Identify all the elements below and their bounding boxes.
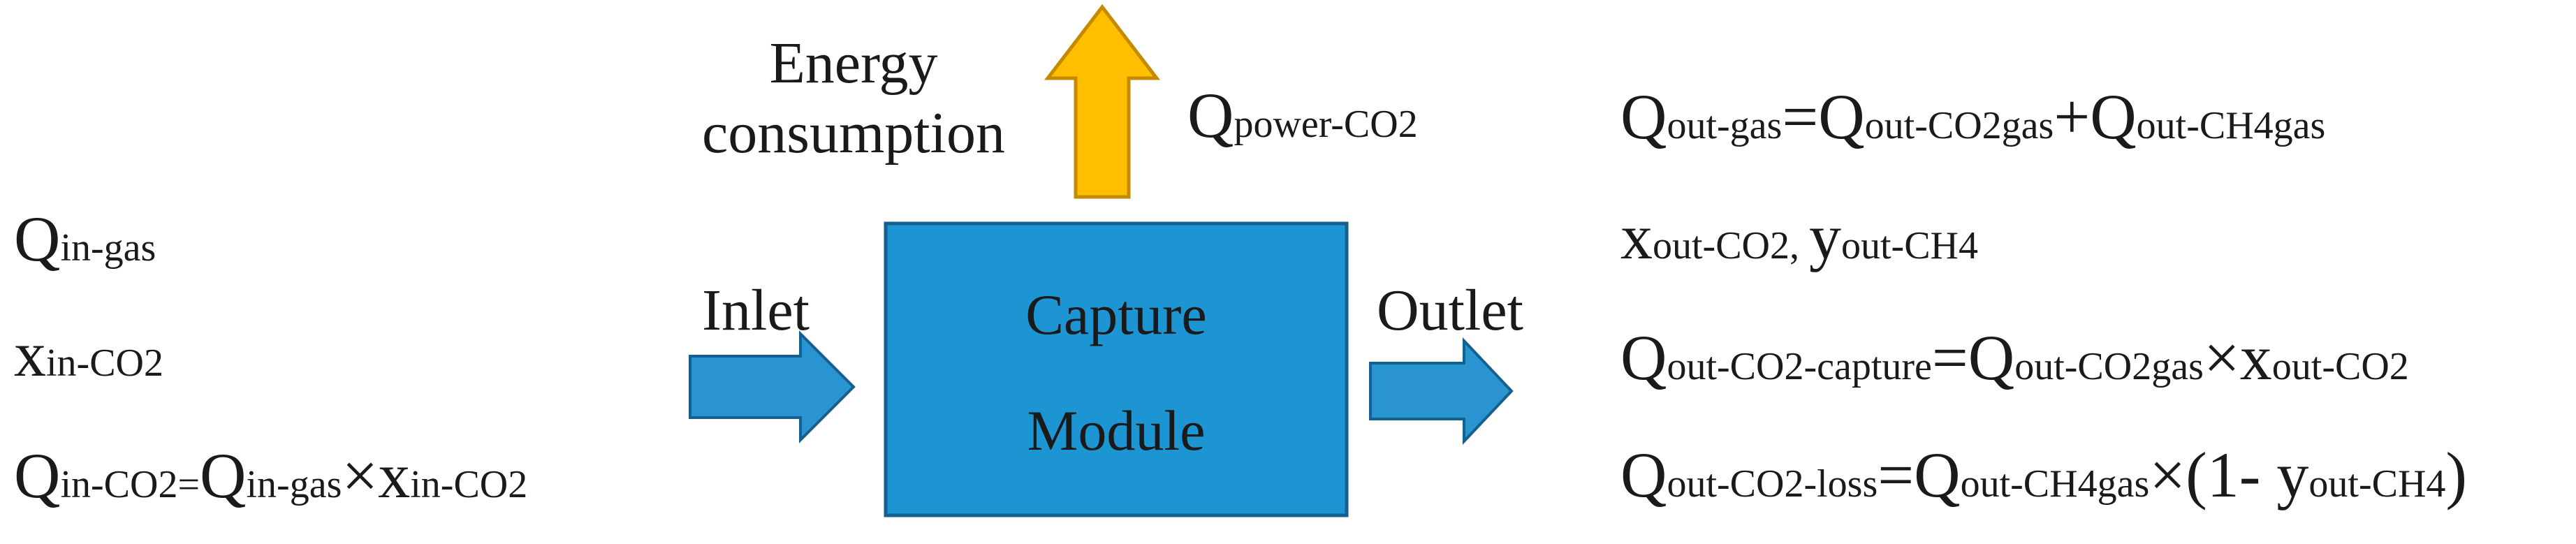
inlet-arrow-icon [689,330,856,443]
input-q-in-co2-formula: Qin-CO2=Qin-gas×xin-CO2 [14,440,527,511]
module-label-line2: Module [1027,399,1205,462]
input-q-in-gas: Qin-gas [14,203,156,274]
outlet-arrow-icon [1369,337,1514,446]
output-fractions: xout-CO2, yout-CH4 [1620,201,1978,272]
output-loss-formula: Qout-CO2-loss=Qout-CH4gas×(1- yout-CH4) [1620,439,2467,510]
energy-label-line2: consumption [702,101,1005,166]
energy-arrow-icon [1044,3,1161,199]
output-capture-formula: Qout-CO2-capture=Qout-CO2gas×xout-CO2 [1620,322,2409,393]
output-q-out-gas-formula: Qout-gas=Qout-CO2gas+Qout-CH4gas [1620,81,2325,152]
capture-module-box [884,221,1349,517]
input-x-in-co2: xin-CO2 [14,318,163,390]
module-label-line1: Capture [1025,283,1207,346]
inlet-label: Inlet [702,278,810,343]
energy-power-formula: Qpower-CO2 [1187,80,1418,151]
outlet-label: Outlet [1377,278,1523,343]
energy-label-line1: Energy [769,31,937,96]
